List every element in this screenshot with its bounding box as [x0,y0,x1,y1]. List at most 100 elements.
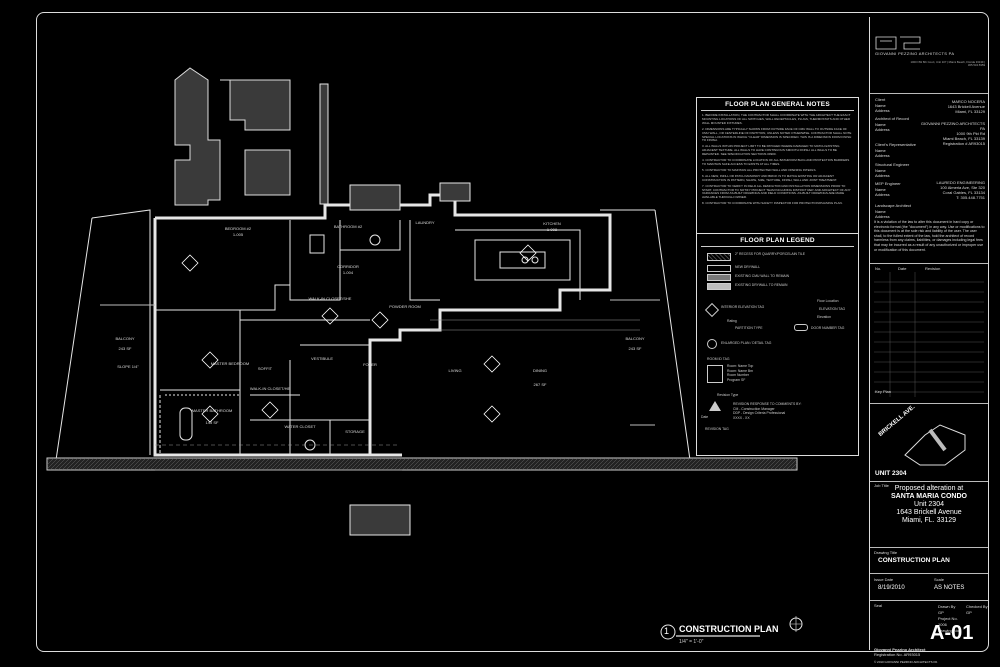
room-label: STORAGE [345,429,365,434]
room-label: POWDER ROOM [389,304,421,309]
door-tag-icon [794,324,808,331]
address-label: Address [875,173,890,178]
client-rep-label: Client's Representative [875,142,917,147]
note-item: 3. ALL WALLS WITHIN PROJECT LIMIT TO BE … [702,144,840,157]
scale-label: Scale [934,577,945,582]
job-title-line: 1643 Brickell Avenue [896,509,962,516]
revision-type-label: Revision Type [717,393,739,397]
sheet-number: A-01 [930,622,974,644]
architect-line: 1000 9th Pkt Rd [956,131,985,136]
room-label: CORRIDOR [337,264,359,269]
mep-line: Coral Gables, FL 33134 [942,190,985,195]
room-area: 145 SF [206,420,219,425]
firm-address: 1000 NW 8th Court, Unit 107 | Miami Beac… [910,60,985,68]
new-drywall-swatch [707,265,731,272]
room-number: 1-008 [547,227,558,232]
address-label: Address [875,127,890,132]
door-number-label: DOOR NUMBER TAG [811,326,845,330]
client-line: MARCO NOCERA [951,99,985,104]
name-label: Name [875,148,886,153]
elevation-tag-icon [704,302,720,318]
room-label: BALCONY [625,336,644,341]
drawn-by: GP [938,610,944,615]
revision-grid [874,272,984,397]
room-line: Room: Name Top [727,364,754,368]
room-label: KITCHEN [543,221,561,226]
checked-by-label: Checked By [966,604,988,609]
rating-label: Rating [727,319,737,323]
address-label: Address [875,108,890,113]
notes-title: FLOOR PLAN GENERAL NOTES [725,101,830,108]
floor-location-label: Floor Location [817,299,839,303]
copyright: © 2010 GIOVANNI PEZZINO ARCHITECTS PA [874,660,938,664]
revision-tag-label: REVISION TAG [705,427,729,431]
room-area: 243 SF [629,346,642,351]
legend-title: FLOOR PLAN LEGEND [740,237,815,244]
room-label: WALK-IN CLOSET/HE [250,386,291,391]
note-item: 7. CONTRACTOR TO VERIFY IN FIELD ALL DEM… [702,183,851,200]
revision-note-line: REVISION RESPONSE TO COMMENTS BY: [733,402,802,406]
disclaimer: It is a violation of the law to alter th… [874,220,985,252]
architect-line: Registration # AR93015 [942,141,985,146]
revision-note: REVISION RESPONSE TO COMMENTS BY: CM - C… [733,402,801,420]
slope-label: SLOPE 1/4" [117,364,139,369]
room-id-label: ROOM ID TAG [707,357,730,361]
structural-label: Structural Engineer [875,162,910,167]
project-no: 1006 [938,622,947,627]
partition-label: PARTITION TYPE [735,326,763,330]
rev-col-no: No. [875,266,882,271]
tile-swatch [707,253,731,261]
street-label: BRICKELL AVE. [878,405,917,438]
sign-name: Giovanni Pezzino Architect [874,647,926,652]
note-item: 6. ALL NEW, INFILL OR PATCH MASONRY AND … [702,173,838,182]
room-number: 1-005 [233,232,244,237]
firm-logo [875,36,921,50]
architect-info: GIOVANNI PEZZINO ARCHITECTS PA 1000 9th … [915,121,985,146]
legend-item: EXISTING CMU WALL TO REMAIN [735,274,790,278]
room-number: 1-004 [343,270,354,275]
architect-line: Miami Beach, FL 33139 [942,136,985,141]
mep-label: MEP Engineer [875,181,901,186]
room-tag-lines: Room: Name Top Room: Name Bm Room Number… [727,364,753,382]
key-plan-label: Key Plan [875,389,892,394]
enlarged-plan-label: ENLARGED PLAN / DETAIL TAG [721,341,772,345]
note-item: 1. BEFORE INSTALLATION, THE CONTRACTOR S… [702,113,851,125]
general-notes: FLOOR PLAN GENERAL NOTES 1. BEFORE INSTA… [696,97,859,234]
address-label: Address [875,153,890,158]
drawing-no-label: Drawing No. [938,628,961,633]
elevation-label: Elevation [817,315,831,319]
plan-number: 1 [664,626,670,636]
room-label: MASTER BATHROOM [192,408,233,413]
soffit-label: SOFFIT [258,366,273,371]
architect-label: Architect of Record [875,116,910,121]
plan-legend: FLOOR PLAN LEGEND 2" RECESS FOR QUARRY/P… [696,234,859,456]
mep-line: LAUREDO ENGINEERING [936,180,985,185]
job-title: Proposed alteration at SANTA MARIA CONDO… [872,485,986,535]
note-item: 4. CONTRACTOR TO COORDINATE LOCATION OF … [702,158,850,166]
seal-label: Seal [874,603,883,608]
revision-note-line: CM - Construction Manager [733,406,775,411]
room-label: MASTER BEDROOM [211,361,249,366]
room-tag-icon [707,365,723,383]
room-line: Program SF [727,377,746,382]
cmu-swatch [707,274,731,281]
room-line: Room: Name Bm [727,368,754,373]
sign-reg: Registration No. AR93015 [874,652,921,657]
plan-scale: 1/4" = 1'-0" [679,639,704,645]
job-title-line: SANTA MARIA CONDO [891,493,967,500]
note-item: 5. CONTRACTOR TO MAINTAIN ALL PROTECTED … [702,167,817,172]
rev-col-revision: Revision [925,266,941,271]
room-label: BALCONY [115,336,134,341]
note-item: 8. CONTRACTOR TO COORDINATE WITH SAFETY … [702,201,843,206]
issue-date: 8/19/2010 [878,585,905,591]
revision-note-line: XXXX - XX [733,415,750,420]
firm-name: GIOVANNI PEZZINO ARCHITECTS PA [875,51,955,56]
job-title-label: Job Title [874,483,889,488]
drawing-title-label: Drawing Title [874,550,898,555]
drawing-title: CONSTRUCTION PLAN [878,557,950,564]
drawn-by-label: Drawn By [938,604,956,609]
name-label: Name [875,209,886,214]
mep-line: T: 305.448.7751 [956,195,985,200]
checked-by: GP [966,610,972,615]
